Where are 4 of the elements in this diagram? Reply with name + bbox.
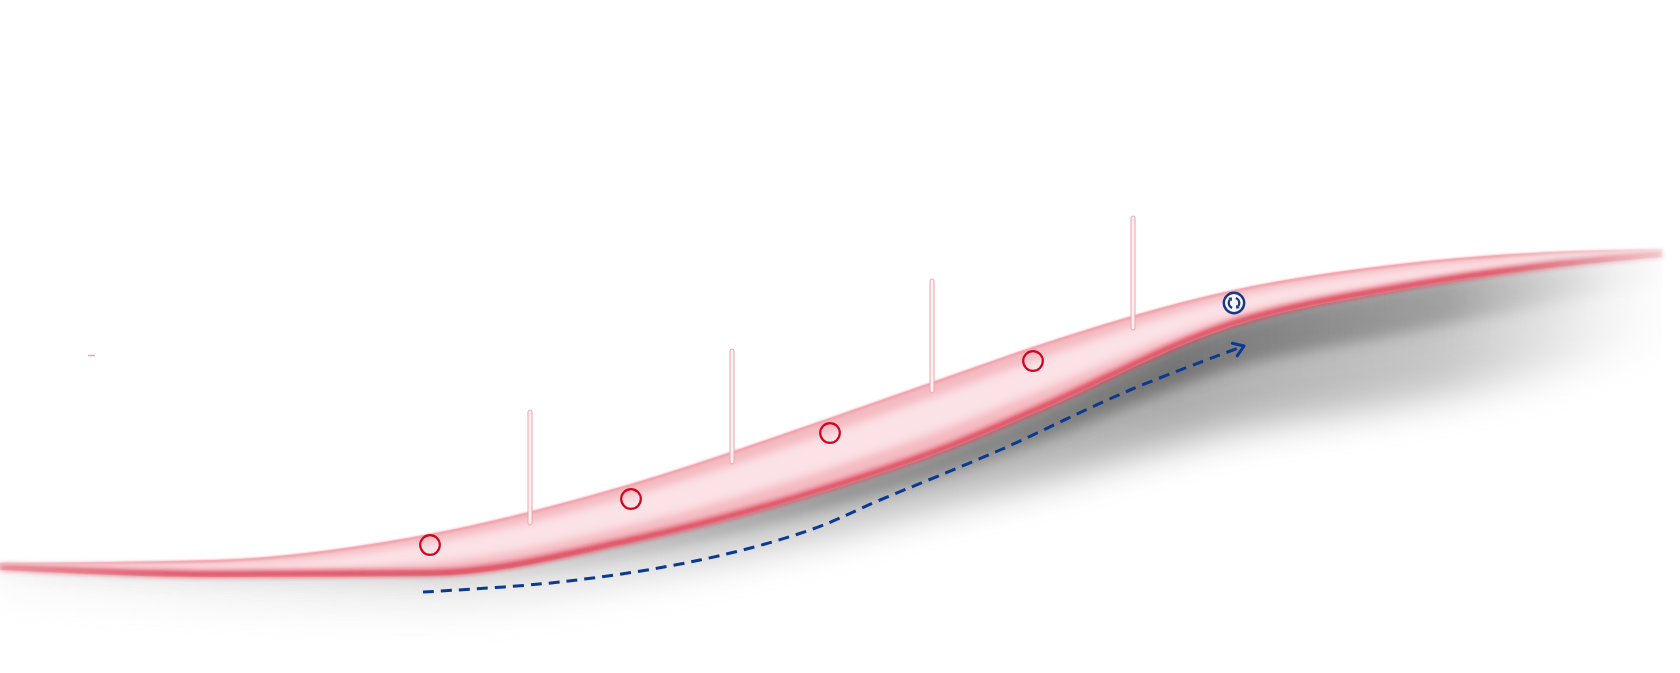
milestone-circle (819, 422, 841, 444)
milestone-circle (620, 488, 642, 510)
milestone-circle (1022, 350, 1044, 372)
milestone-circle (419, 534, 441, 556)
